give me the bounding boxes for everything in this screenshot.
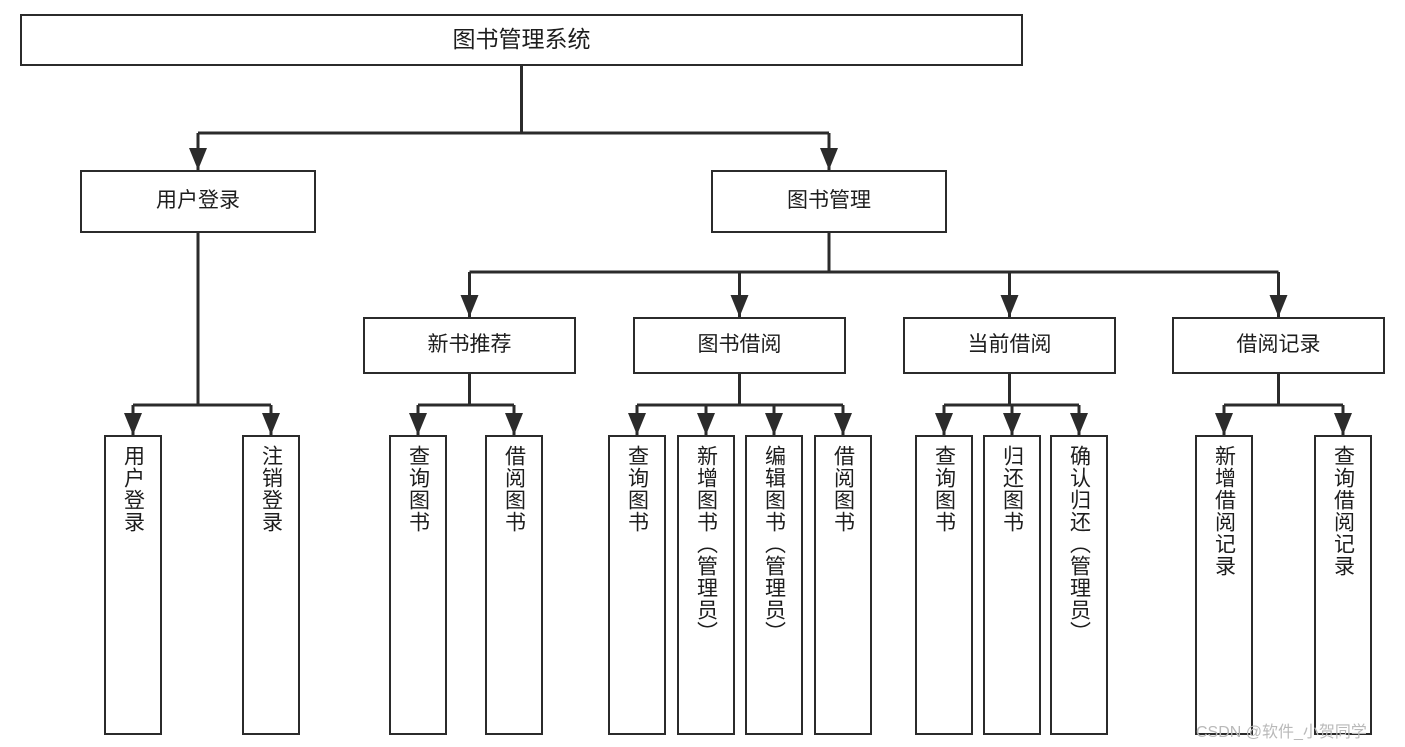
node-n6: 借阅记录 [1172,317,1385,374]
watermark-text: CSDN @软件_小贺同学 [1196,724,1367,741]
node-label: 确认归还（管理员） [1067,445,1091,643]
node-label: 图书管理 [787,189,871,213]
node-label: 编辑图书（管理员） [762,445,786,643]
node-label: 查询图书 [625,445,649,533]
node-label: 图书管理系统 [452,26,591,53]
node-n1: 用户登录 [80,170,316,233]
node-label: 新书推荐 [427,333,512,357]
node-label: 用户登录 [156,189,240,213]
node-label: 用户登录 [121,445,145,533]
node-n17: 确认归还（管理员） [1050,435,1108,735]
node-n15: 查询图书 [915,435,973,735]
node-label: 查询图书 [406,445,430,533]
node-n3: 新书推荐 [363,317,576,374]
node-label: 注销登录 [259,445,283,533]
node-n7: 用户登录 [104,435,162,735]
node-n2: 图书管理 [711,170,947,233]
node-root: 图书管理系统 [20,14,1023,66]
node-label: 借阅记录 [1236,333,1321,357]
node-n8: 注销登录 [242,435,300,735]
node-n11: 查询图书 [608,435,666,735]
node-n10: 借阅图书 [485,435,543,735]
node-n12: 新增图书（管理员） [677,435,735,735]
node-label: 新增借阅记录 [1212,445,1236,577]
node-label: 图书借阅 [697,333,782,357]
node-n18: 新增借阅记录 [1195,435,1253,735]
node-label: 新增图书（管理员） [694,445,718,643]
node-n16: 归还图书 [983,435,1041,735]
node-label: 借阅图书 [831,445,855,533]
node-label: 查询借阅记录 [1331,445,1355,577]
node-label: 查询图书 [932,445,956,533]
node-label: 归还图书 [1000,445,1024,533]
node-n14: 借阅图书 [814,435,872,735]
node-n19: 查询借阅记录 [1314,435,1372,735]
node-label: 当前借阅 [967,333,1052,357]
node-n9: 查询图书 [389,435,447,735]
node-n4: 图书借阅 [633,317,846,374]
node-n5: 当前借阅 [903,317,1116,374]
node-n13: 编辑图书（管理员） [745,435,803,735]
node-label: 借阅图书 [502,445,526,533]
